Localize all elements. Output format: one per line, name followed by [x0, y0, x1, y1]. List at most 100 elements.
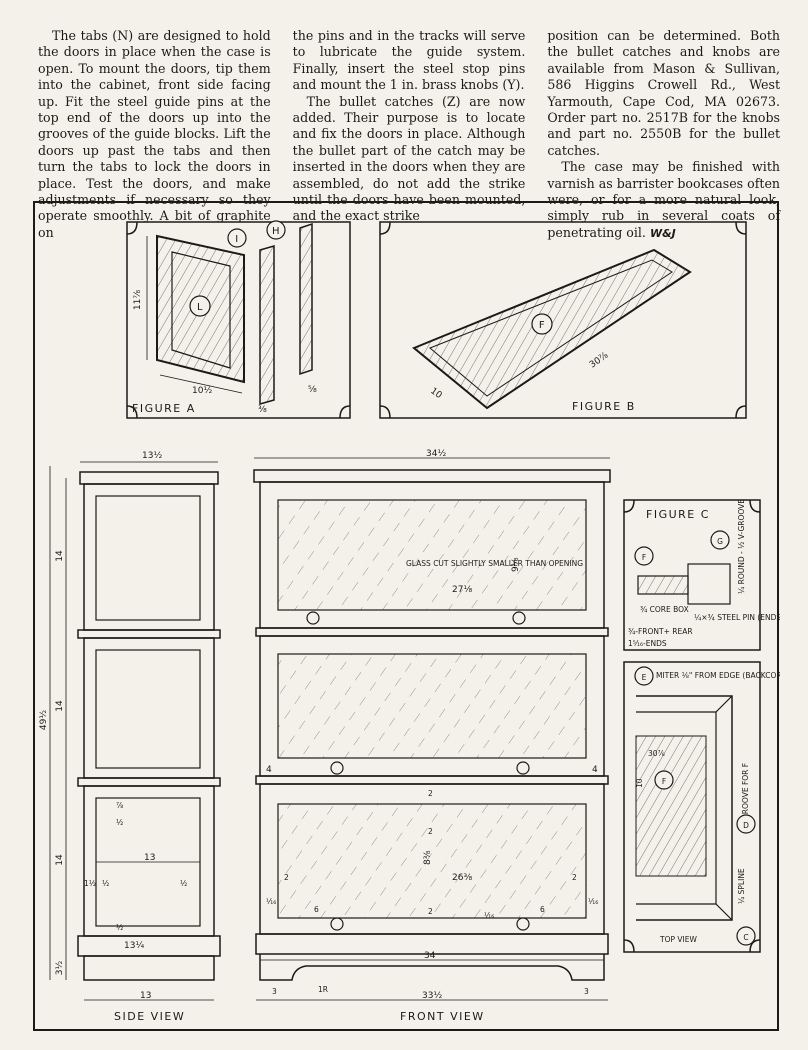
paragraph: The case may be finished with varnish as…: [547, 159, 780, 242]
dim-2e: 2: [428, 907, 433, 916]
callout-f: F: [539, 320, 545, 331]
callout-h: H: [272, 226, 280, 237]
dim-13q: 13¼: [124, 941, 144, 951]
paragraph: position can be determined. Both the bul…: [547, 28, 781, 158]
glass-door-2: [277, 653, 587, 759]
figure-b: F 30⅞ 10 FIGURE B: [379, 221, 747, 419]
groove-label: ¼ ROUND - ½ V-GROOVE: [737, 499, 746, 594]
side-section-2: [83, 637, 215, 779]
dim-30-c: 30⅞: [648, 749, 665, 758]
dim-14b: 14: [55, 700, 65, 712]
text-column-2: the pins and in the tracks will serve to…: [292, 28, 526, 223]
miter-note: MITER ⅛" FROM EDGE (BACKCORNER): [656, 671, 780, 680]
glass-door-1: [277, 499, 587, 611]
figure-b-title: FIGURE B: [572, 400, 636, 413]
front-rear: ¾-FRONT+ REAR: [628, 627, 693, 636]
dim-4b: 4: [592, 765, 598, 775]
callout-i: I: [235, 234, 238, 245]
rail-h: [299, 222, 313, 376]
glass-door-3: [277, 803, 587, 919]
knob: [330, 761, 344, 775]
callout-f-c2: F: [662, 777, 666, 786]
top-view-title: TOP VIEW: [659, 935, 697, 944]
technical-drawing: L 11⅞ 10½ I H ⅝ ⅜ FIGURE A F 30⅞ 10 FIGU…: [32, 200, 806, 1032]
dim-10-c: 10: [635, 778, 644, 788]
dim-half-a: ½: [116, 818, 123, 827]
dim-width-b: 10: [428, 386, 443, 401]
dim-rail: ⅝: [308, 385, 317, 395]
callout-g: G: [717, 537, 723, 546]
dim-13: 13: [144, 853, 155, 863]
knob: [516, 761, 530, 775]
dim-top: 13½: [142, 451, 162, 461]
dim-top-front: 34½: [426, 449, 446, 459]
knob: [512, 611, 526, 625]
dim-width: 10½: [192, 386, 212, 396]
dim-14a: 14: [55, 550, 65, 562]
dim-thick: ⅜: [258, 405, 267, 415]
author-signature: W&J: [649, 226, 676, 240]
knob: [516, 917, 530, 931]
paragraph-text: The case may be finished with varnish as…: [547, 159, 781, 240]
side-base: [77, 935, 221, 957]
figure-a-title: FIGURE A: [132, 402, 196, 415]
dim-26: 26⅜: [452, 873, 472, 883]
dim-2c: 2: [284, 873, 289, 882]
dim-half-d: ½: [116, 923, 123, 932]
dim-4a: 4: [266, 765, 272, 775]
paragraph: the pins and in the tracks will serve to…: [292, 28, 526, 93]
groove-for-f: GROOVE FOR F: [741, 763, 750, 820]
dim-glass-w: 27⅛: [452, 585, 472, 595]
dim-3b: 3: [584, 987, 589, 996]
dim-2-16: ¹⁄₁₆: [484, 911, 494, 920]
dim-34: 34: [424, 951, 436, 961]
dim-length: 30⅞: [588, 351, 610, 371]
dim-height: 11⅞: [133, 290, 143, 310]
front-base: [255, 933, 609, 955]
dim-7-8: ⅞: [116, 801, 123, 810]
dim-33: 33½: [422, 991, 442, 1001]
knob: [330, 917, 344, 931]
dim-14c: 14: [55, 854, 65, 866]
figure-a: L 11⅞ 10½ I H ⅝ ⅜ FIGURE A: [126, 220, 351, 419]
text-column-3: position can be determined. Both the bul…: [547, 28, 781, 240]
dim-13-bottom: 13: [140, 991, 151, 1001]
dim-base: 3½: [55, 961, 65, 976]
dim-8: 8⅜: [423, 850, 433, 865]
side-view-title: SIDE VIEW: [114, 1010, 185, 1023]
core-box: ¾ CORE BOX: [640, 605, 689, 614]
callout-f-c: F: [642, 553, 646, 562]
side-section-1: [83, 483, 215, 631]
dim-6b: 6: [540, 905, 545, 914]
dim-2b: 2: [428, 827, 433, 836]
paragraph: The tabs (N) are designed to hold the do…: [38, 28, 271, 240]
callout-e: E: [642, 673, 647, 682]
dim-2a: 2: [428, 789, 433, 798]
figure-c-title: FIGURE C: [646, 508, 710, 521]
drawing-svg: L 11⅞ 10½ I H ⅝ ⅜ FIGURE A F 30⅞ 10 FIGU…: [33, 201, 806, 1031]
dim-1-16b: ¹⁄₁₆: [588, 897, 598, 906]
dim-half-c: ½: [180, 879, 187, 888]
paragraph: The bullet catches (Z) are now added. Th…: [292, 93, 526, 224]
front-view: 34½ GLASS CUT SLIGHTLY SMALLER THAN OPEN…: [253, 449, 611, 1023]
figure-c: FIGURE C F G ¼ ROUND - ½ V-GROOVE ¾ CORE…: [623, 499, 806, 953]
dim-1half: 1½: [84, 879, 96, 888]
dim-glass-h: 9⅛: [511, 557, 521, 572]
knob: [306, 611, 320, 625]
dim-half-b: ½: [102, 879, 109, 888]
callout-c: C: [743, 933, 748, 942]
dim-6a: 6: [314, 905, 319, 914]
dim-2d: 2: [572, 873, 577, 882]
callout-l: L: [197, 302, 203, 313]
dim-1-16a: ¹⁄₁₆: [266, 897, 276, 906]
spline-label: ¼ SPLINE: [737, 868, 746, 904]
text-column-1: The tabs (N) are designed to hold the do…: [38, 28, 271, 240]
side-view: 13½ 49½ 14 14 14 3½ 13 13¼ ⅞ ½ ½ ½ ½ 1½ …: [39, 451, 221, 1023]
dim-1r: 1R: [318, 985, 328, 994]
dim-3a: 3: [272, 987, 277, 996]
front-view-title: FRONT VIEW: [400, 1010, 485, 1023]
ends: 1⁵⁄₁₆-ENDS: [628, 639, 667, 648]
steel-pin: ¼×¾ STEEL PIN (ENDS ONLY): [694, 613, 780, 622]
article-text: The tabs (N) are designed to hold the do…: [38, 28, 781, 240]
callout-d: D: [743, 821, 749, 830]
